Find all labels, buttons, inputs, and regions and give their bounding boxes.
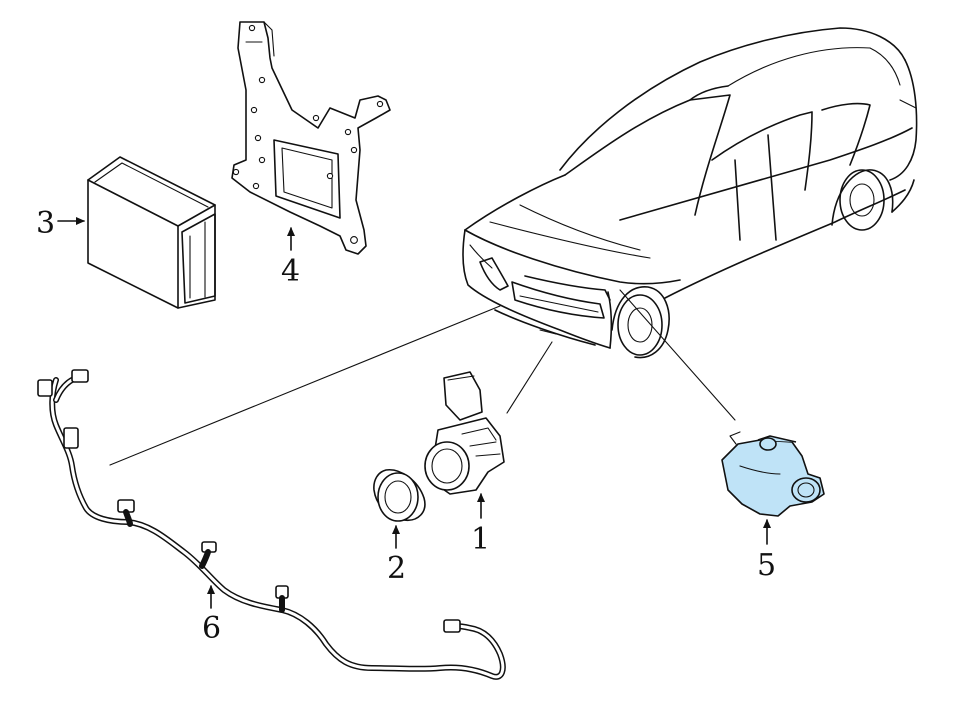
callout-5: 5 — [757, 548, 776, 583]
parking-sensor-part — [424, 371, 505, 495]
control-module-part — [87, 156, 216, 309]
highlighted-sensor-part — [721, 431, 825, 517]
callout-arrows — [57, 217, 771, 609]
callout-3: 3 — [36, 206, 55, 241]
sensor-ring-part — [373, 469, 426, 522]
callout-4: 4 — [281, 254, 300, 289]
wiring-harness-part — [37, 369, 506, 680]
leader-lines — [109, 289, 736, 466]
vehicle-outline — [462, 27, 918, 359]
mounting-bracket-part — [231, 21, 391, 255]
callout-6: 6 — [202, 611, 221, 646]
callout-1: 1 — [471, 522, 490, 557]
callout-2: 2 — [387, 551, 406, 586]
